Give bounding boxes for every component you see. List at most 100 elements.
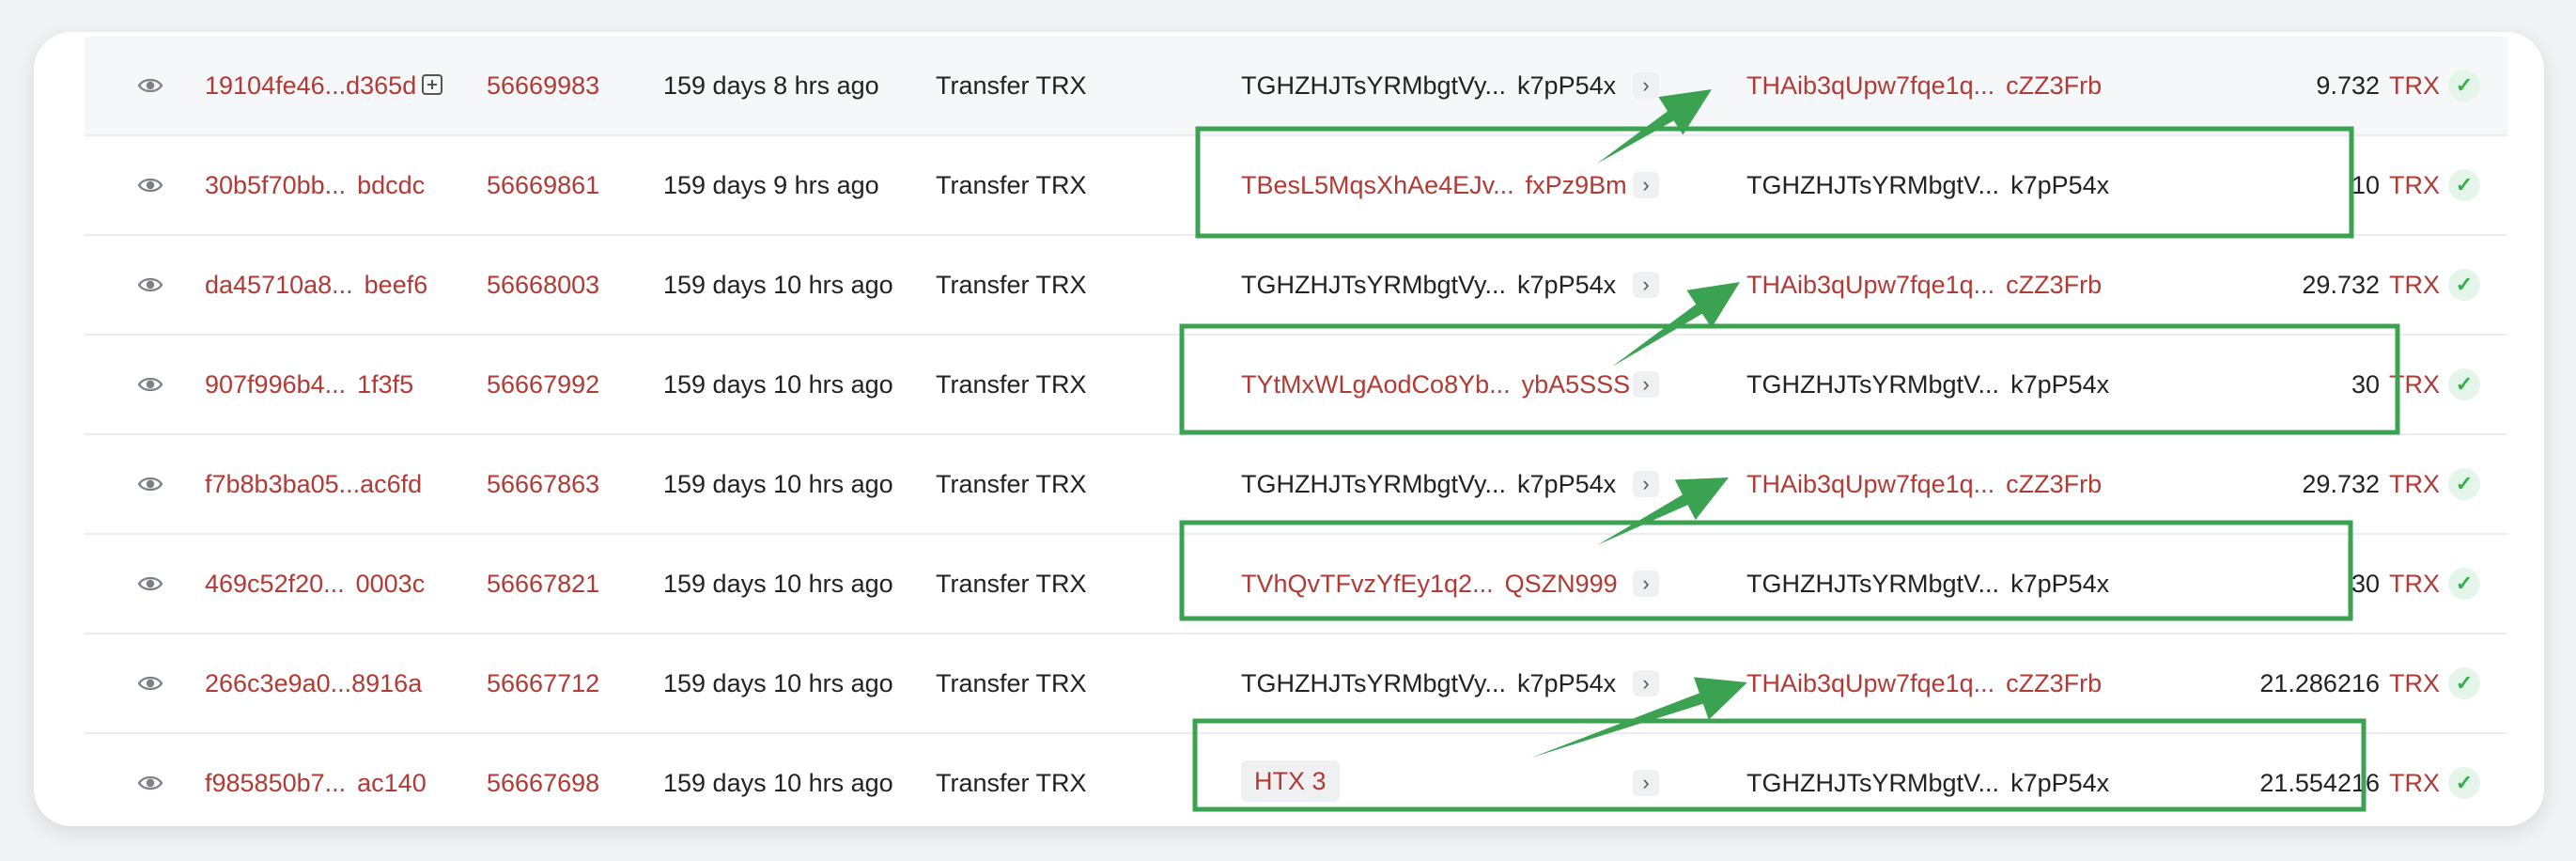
to-address-prefix: THAib3qUpw7fqe1q... bbox=[1746, 271, 1995, 299]
block-link[interactable]: 56668003 bbox=[487, 271, 600, 299]
chevron-right-icon: › bbox=[1633, 471, 1659, 497]
to-address[interactable]: THAib3qUpw7fqe1q... cZZ3Frb bbox=[1746, 236, 2102, 334]
token-link[interactable]: TRX bbox=[2389, 570, 2440, 598]
transaction-type: Transfer TRX bbox=[936, 370, 1087, 399]
to-address-prefix: THAib3qUpw7fqe1q... bbox=[1746, 669, 1995, 697]
transaction-hash-link[interactable]: 30b5f70bb...bdcdc bbox=[205, 136, 425, 234]
amount: 21.554216 TRX bbox=[2142, 734, 2440, 826]
transaction-hash-link[interactable]: 19104fe46...d365d bbox=[205, 37, 443, 134]
amount-value: 21.554216 bbox=[2259, 769, 2380, 797]
transaction-hash-link[interactable]: f7b8b3ba05...ac6fd bbox=[205, 435, 422, 533]
from-address[interactable]: TVhQvTFvzYfEy1q2...QSZN999 bbox=[1241, 535, 1618, 633]
to-address-prefix: TGHZHJTsYRMbgtV... bbox=[1746, 370, 2000, 399]
to-address-suffix: cZZ3Frb bbox=[2006, 71, 2103, 100]
to-address[interactable]: THAib3qUpw7fqe1q...cZZ3Frb bbox=[1746, 634, 2102, 732]
transaction-hash-link[interactable]: f985850b7...ac140 bbox=[205, 734, 427, 826]
from-address[interactable]: TYtMxWLgAodCo8Yb...ybA5SSS bbox=[1241, 336, 1630, 433]
to-address[interactable]: THAib3qUpw7fqe1q...cZZ3Frb bbox=[1746, 435, 2102, 533]
token-link[interactable]: TRX bbox=[2389, 71, 2440, 100]
hash-text: 30b5f70bb... bbox=[205, 171, 347, 199]
to-address[interactable]: TGHZHJTsYRMbgtV...k7pP54x bbox=[1746, 734, 2109, 826]
age-text: 159 days 10 hrs ago bbox=[663, 370, 893, 399]
to-address[interactable]: TGHZHJTsYRMbgtV...k7pP54x bbox=[1746, 136, 2109, 234]
hash-text: f7b8b3ba05...ac6fd bbox=[205, 470, 423, 498]
eye-icon[interactable] bbox=[137, 571, 163, 597]
from-address-prefix: TGHZHJTsYRMbgtVy... bbox=[1241, 271, 1507, 299]
amount-value: 9.732 bbox=[2316, 71, 2380, 100]
block-link[interactable]: 56669861 bbox=[487, 171, 600, 199]
from-address-prefix: TGHZHJTsYRMbgtVy... bbox=[1241, 669, 1507, 697]
exchange-tag[interactable]: HTX 3 bbox=[1241, 760, 1340, 802]
to-address-suffix: cZZ3Frb bbox=[2006, 271, 2103, 299]
eye-icon[interactable] bbox=[137, 272, 163, 298]
block-link[interactable]: 56667821 bbox=[487, 570, 600, 598]
hash-text: 266c3e9a0...8916a bbox=[205, 669, 423, 697]
from-address[interactable]: TBesL5MqsXhAe4EJv...fxPz9Bm bbox=[1241, 136, 1627, 234]
block-link[interactable]: 56667712 bbox=[487, 669, 600, 697]
block-link[interactable]: 56667992 bbox=[487, 370, 600, 399]
transaction-hash-link[interactable]: 907f996b4...1f3f5 bbox=[205, 336, 413, 433]
hash-suffix: 0003c bbox=[355, 570, 426, 598]
to-address-suffix: k7pP54x bbox=[2010, 171, 2110, 199]
amount: 9.732 TRX bbox=[2142, 37, 2440, 134]
check-icon: ✓ bbox=[2448, 269, 2480, 301]
eye-icon[interactable] bbox=[137, 172, 163, 198]
token-link[interactable]: TRX bbox=[2389, 370, 2440, 399]
transaction-type: Transfer TRX bbox=[936, 271, 1087, 299]
transaction-hash-link[interactable]: da45710a8...beef6 bbox=[205, 236, 427, 334]
to-address-suffix: cZZ3Frb bbox=[2006, 470, 2103, 498]
expand-icon[interactable] bbox=[422, 73, 443, 95]
token-link[interactable]: TRX bbox=[2389, 769, 2440, 797]
from-address-suffix: ybA5SSS bbox=[1521, 370, 1631, 399]
to-address[interactable]: TGHZHJTsYRMbgtV...k7pP54x bbox=[1746, 535, 2109, 633]
hash-suffix: 1f3f5 bbox=[357, 370, 414, 399]
token-link[interactable]: TRX bbox=[2389, 271, 2440, 299]
block-link[interactable]: 56669983 bbox=[487, 71, 600, 100]
from-address[interactable]: TGHZHJTsYRMbgtVy... k7pP54x bbox=[1241, 435, 1616, 533]
token-link[interactable]: TRX bbox=[2389, 470, 2440, 498]
from-address-prefix: TGHZHJTsYRMbgtVy... bbox=[1241, 470, 1507, 498]
check-icon: ✓ bbox=[2448, 667, 2480, 699]
from-address[interactable]: HTX 3 bbox=[1241, 734, 1340, 826]
block-link[interactable]: 56667698 bbox=[487, 769, 600, 797]
from-address[interactable]: TGHZHJTsYRMbgtVy...k7pP54x bbox=[1241, 236, 1616, 334]
to-address-prefix: TGHZHJTsYRMbgtV... bbox=[1746, 769, 2000, 797]
eye-icon[interactable] bbox=[137, 471, 163, 497]
block-link[interactable]: 56667863 bbox=[487, 470, 600, 498]
eye-icon[interactable] bbox=[137, 72, 163, 99]
from-address-prefix: TGHZHJTsYRMbgtVy... bbox=[1241, 71, 1507, 100]
chevron-right-icon: › bbox=[1633, 72, 1659, 99]
transaction-type: Transfer TRX bbox=[936, 570, 1087, 598]
age-text: 159 days 10 hrs ago bbox=[663, 769, 893, 797]
to-address[interactable]: THAib3qUpw7fqe1q...cZZ3Frb bbox=[1746, 37, 2102, 134]
amount-value: 29.732 bbox=[2302, 470, 2380, 498]
token-link[interactable]: TRX bbox=[2389, 171, 2440, 199]
eye-icon[interactable] bbox=[137, 770, 163, 796]
chevron-right-icon: › bbox=[1633, 571, 1659, 597]
to-address[interactable]: TGHZHJTsYRMbgtV...k7pP54x bbox=[1746, 336, 2109, 433]
transaction-hash-link[interactable]: 266c3e9a0...8916a bbox=[205, 634, 422, 732]
token-link[interactable]: TRX bbox=[2389, 669, 2440, 697]
from-address[interactable]: TGHZHJTsYRMbgtVy...k7pP54x bbox=[1241, 634, 1616, 732]
hash-suffix: ac140 bbox=[357, 769, 427, 797]
from-address-suffix: QSZN999 bbox=[1504, 570, 1618, 598]
chevron-right-icon: › bbox=[1633, 770, 1659, 796]
to-address-prefix: TGHZHJTsYRMbgtV... bbox=[1746, 570, 2000, 598]
chevron-right-icon: › bbox=[1633, 172, 1659, 198]
check-icon: ✓ bbox=[2448, 368, 2480, 400]
eye-icon[interactable] bbox=[137, 371, 163, 398]
check-icon: ✓ bbox=[2448, 468, 2480, 500]
eye-icon[interactable] bbox=[137, 670, 163, 697]
transaction-hash-link[interactable]: 469c52f20...0003c bbox=[205, 535, 425, 633]
from-address-suffix: k7pP54x bbox=[1517, 470, 1617, 498]
from-address[interactable]: TGHZHJTsYRMbgtVy...k7pP54x bbox=[1241, 37, 1616, 134]
